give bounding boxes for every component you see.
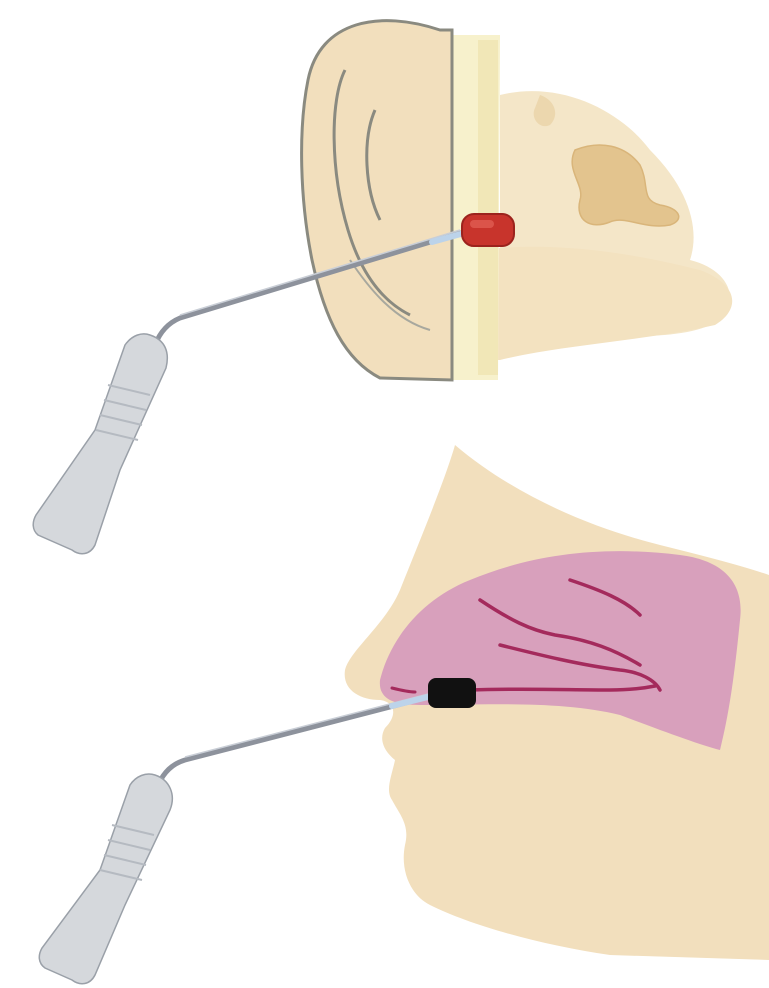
bone-column-shade xyxy=(478,40,498,375)
ear-foreign-body-shine xyxy=(470,220,494,228)
ear-instrument-handle xyxy=(33,334,167,554)
auricle-outline xyxy=(302,21,452,380)
nose-panel xyxy=(39,445,769,984)
nose-foreign-body xyxy=(428,678,476,708)
ear-foreign-body xyxy=(462,214,514,246)
ear-panel xyxy=(33,21,732,554)
nose-instrument-handle xyxy=(39,774,172,984)
